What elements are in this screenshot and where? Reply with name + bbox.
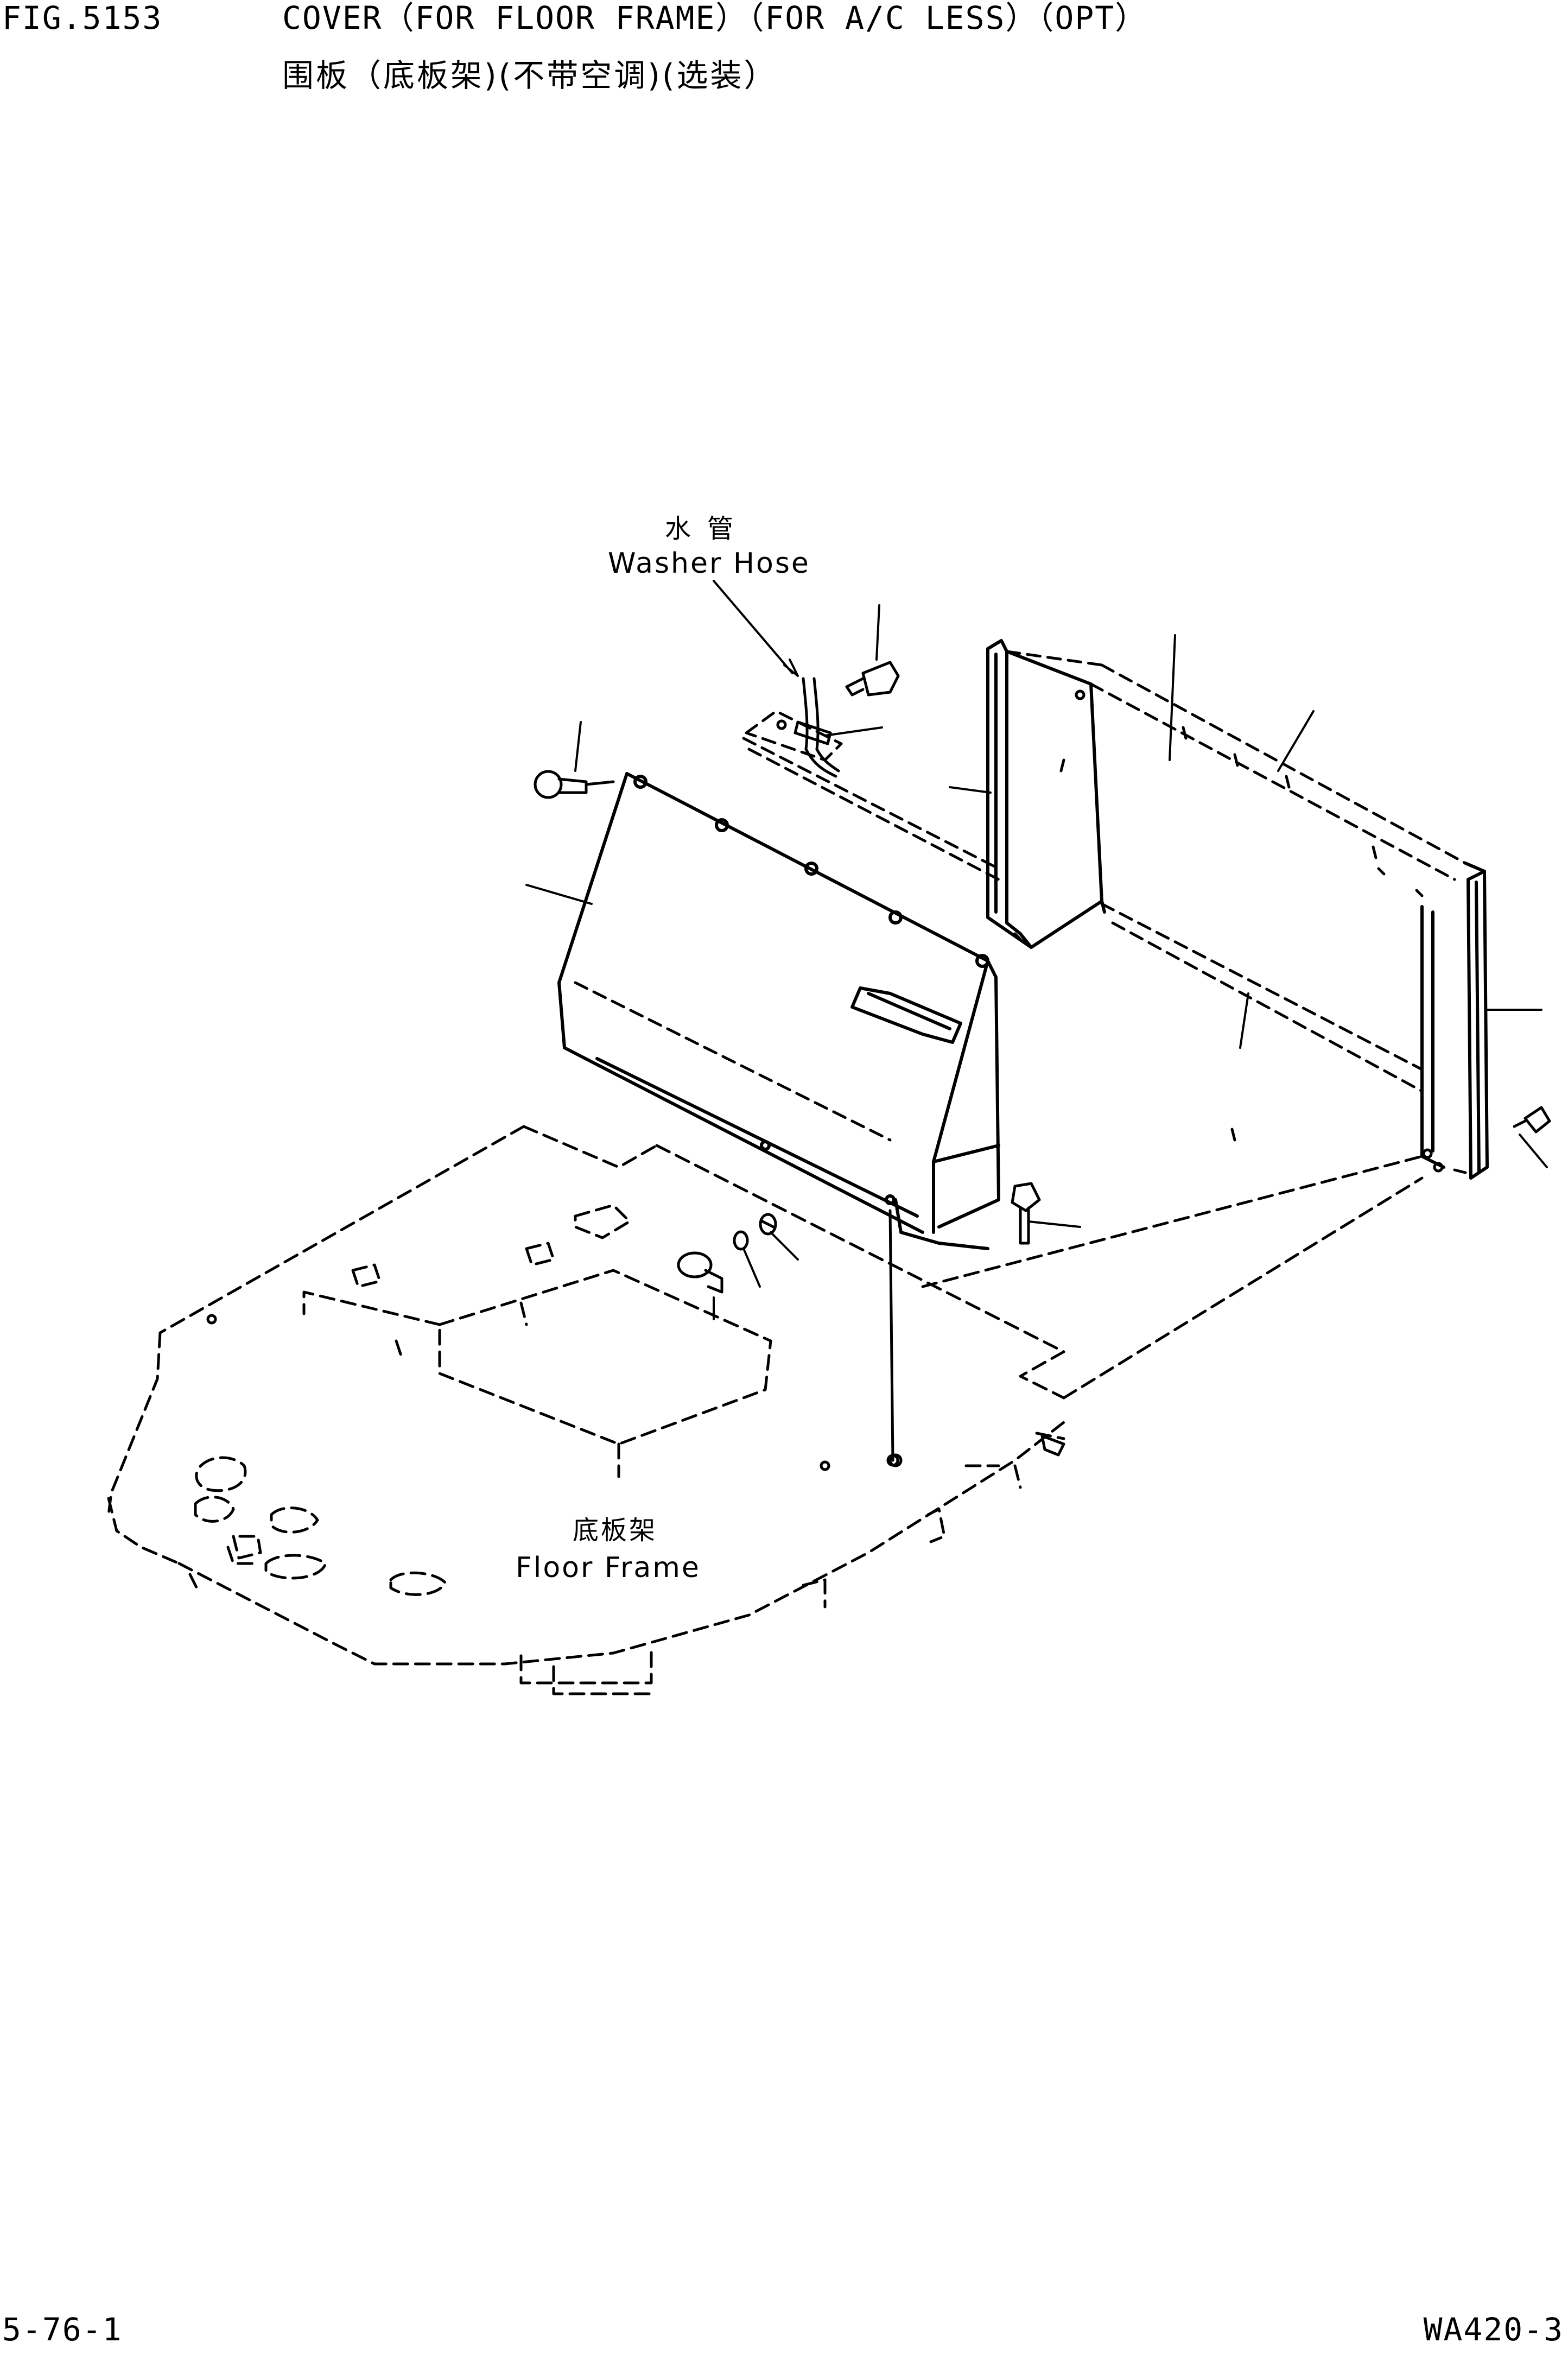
washer-hose: [776, 677, 840, 778]
floor-frame-details: [206, 1314, 1065, 1471]
figure-number: FIG.5153: [2, 0, 163, 36]
page-number: 5-76-1: [2, 2311, 123, 2348]
machine-model: WA420-3: [1423, 2311, 1564, 2348]
front-cover-hidden-line: [574, 981, 892, 1142]
washer-hose-label-english: Washer Hose: [608, 547, 810, 580]
floor-frame-outline: [107, 1125, 1424, 1695]
rear-cover-frame: [986, 639, 1489, 1180]
washer-hose-label-chinese: 水管: [665, 514, 750, 544]
bolt-right: [1513, 1106, 1551, 1134]
leader-lines: [525, 580, 1548, 1320]
knob-and-washers: [677, 1213, 777, 1294]
long-pin: [886, 1209, 899, 1467]
rear-cover-frame-dashed: [742, 650, 1467, 1093]
bolt-top-left: [534, 770, 615, 799]
floor-frame-label-chinese: 底板架: [573, 1515, 657, 1546]
bolt-top-center: [845, 661, 900, 697]
figure-title-chinese: 围板（底板架)(不带空调)(选装）: [282, 57, 778, 94]
figure-title-english: COVER（FOR FLOOR FRAME）（FOR A/C LESS）（OPT…: [282, 0, 1148, 36]
front-cover-panel: [557, 772, 1000, 1250]
bolt-cover-bottom: [1011, 1182, 1041, 1245]
rear-frame-marks: [1013, 689, 1467, 1174]
floor-frame-label-english: Floor Frame: [516, 1552, 701, 1584]
